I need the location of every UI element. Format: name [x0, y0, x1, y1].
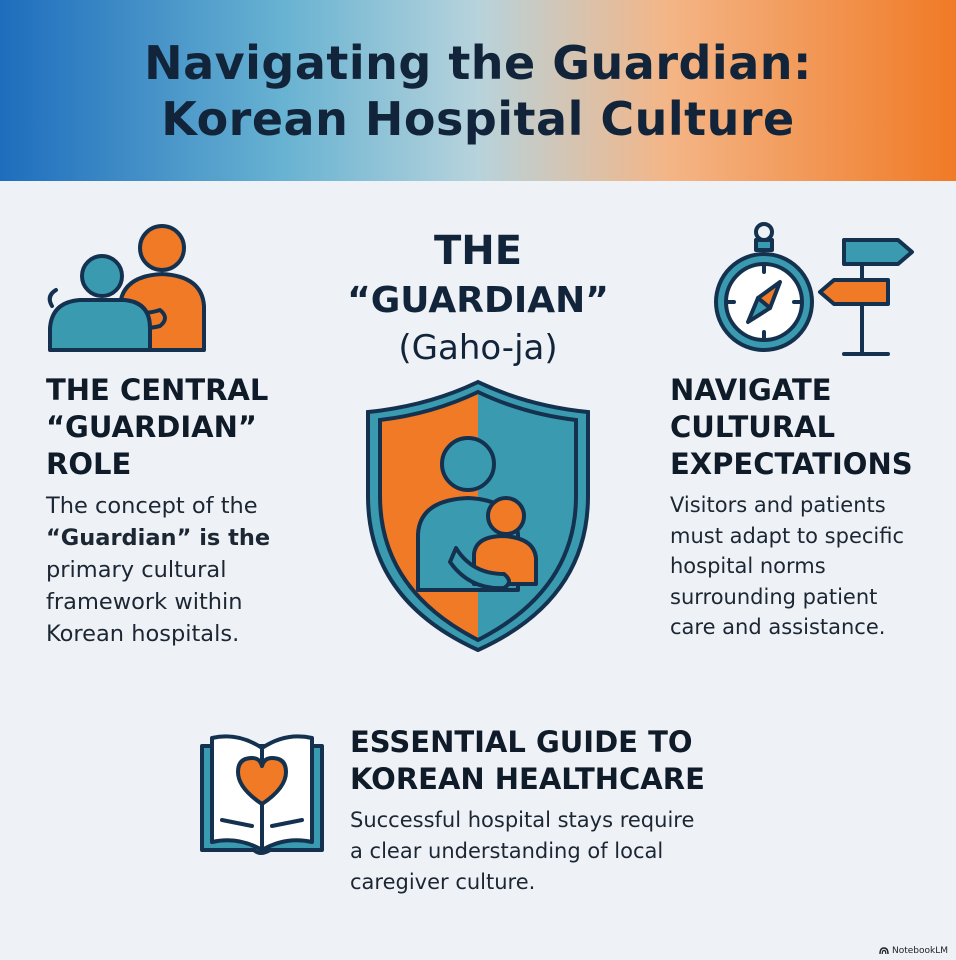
right-body-line: must adapt to specific [670, 523, 905, 548]
left-heading-line: “GUARDIAN” [46, 410, 257, 444]
left-body-line: Korean hospitals. [46, 621, 240, 647]
left-body-line: The concept of the [46, 493, 258, 519]
book-heart-icon [200, 734, 324, 855]
caregiver-icon [47, 224, 206, 352]
header-banner: Navigating the Guardian: Korean Hospital… [0, 0, 956, 181]
bottom-heading: ESSENTIAL GUIDE TO KOREAN HEALTHCARE [350, 724, 705, 798]
bottom-body-line: Successful hospital stays require [350, 808, 695, 832]
shield-guardian-icon [366, 379, 590, 652]
center-title-line-3: (Gaho-ja) [398, 328, 558, 368]
bottom-body-line: a clear understanding of local [350, 839, 664, 863]
bottom-body-line: caregiver culture. [350, 870, 536, 894]
left-heading-line: ROLE [46, 447, 132, 481]
right-body-line: surrounding patient [670, 584, 878, 609]
title-line-2: Korean Hospital Culture [161, 91, 795, 146]
page-title: Navigating the Guardian: Korean Hospital… [144, 35, 812, 147]
right-heading: NAVIGATE CULTURAL EXPECTATIONS [670, 372, 913, 483]
bottom-heading-line: KOREAN HEALTHCARE [350, 762, 705, 796]
compass-signpost-icon [714, 222, 914, 356]
center-title-line-2: “GUARDIAN” [347, 280, 609, 321]
center-title: THE “GUARDIAN” (Gaho-ja) [300, 226, 656, 370]
left-heading: THE CENTRAL “GUARDIAN” ROLE [46, 372, 268, 483]
left-body-line: primary cultural [46, 557, 227, 583]
right-body-line: care and assistance. [670, 615, 886, 639]
bottom-heading-line: ESSENTIAL GUIDE TO [350, 725, 693, 759]
notebooklm-logo-icon [879, 947, 889, 955]
right-body-line: hospital norms [670, 554, 826, 578]
right-heading-line: CULTURAL [670, 410, 836, 444]
left-heading-line: THE CENTRAL [46, 373, 269, 407]
bottom-body: Successful hospital stays require a clea… [350, 805, 694, 898]
brand-label: NotebookLM [891, 946, 948, 956]
right-body-line: Visitors and patients [670, 493, 886, 517]
right-heading-line: EXPECTATIONS [670, 447, 913, 481]
right-heading-line: NAVIGATE [670, 373, 832, 407]
brand-watermark: NotebookLM [879, 946, 948, 956]
left-body-line: “Guardian” is the [46, 525, 271, 551]
center-title-line-1: THE [433, 228, 523, 274]
left-body: The concept of the “Guardian” is the pri… [46, 490, 270, 650]
title-line-1: Navigating the Guardian: [144, 35, 812, 90]
left-body-line: framework within [46, 589, 243, 615]
right-body: Visitors and patients must adapt to spec… [670, 490, 904, 643]
